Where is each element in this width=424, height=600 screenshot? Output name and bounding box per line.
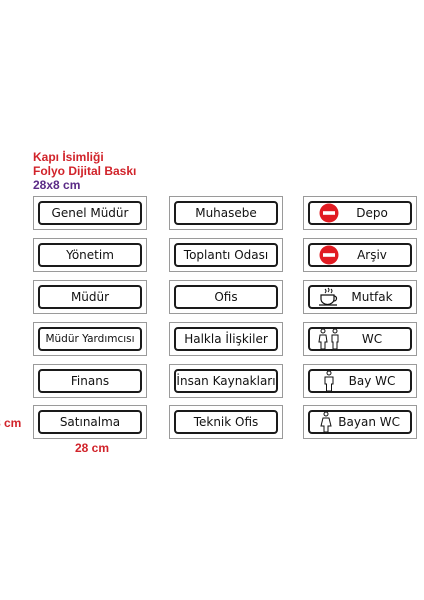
- sign-label: Halkla İlişkiler: [184, 332, 268, 346]
- sign-label: Mutfak: [351, 290, 393, 304]
- no-entry-icon: [314, 245, 344, 265]
- sign-bay-wc: Bay WC: [303, 364, 417, 398]
- sign-label: Teknik Ofis: [193, 415, 259, 429]
- sign-arsiv: Arşiv: [303, 238, 417, 272]
- sign-wc: WC: [303, 322, 417, 356]
- sign-label: Yönetim: [66, 248, 114, 262]
- man-icon: [314, 370, 344, 392]
- sign-label: Toplantı Odası: [183, 248, 269, 262]
- header-title: Kapı İsimliği: [33, 150, 104, 164]
- sign-label: Bayan WC: [338, 415, 400, 429]
- sign-label: Arşiv: [357, 248, 387, 262]
- sign-label: Ofis: [214, 290, 238, 304]
- sign-depo: Depo: [303, 196, 417, 230]
- height-dimension-label: 8 cm: [0, 416, 22, 430]
- sign-toplanti-odasi: Toplantı Odası: [169, 238, 283, 272]
- header-size: 28x8 cm: [33, 178, 81, 192]
- sign-label: Müdür: [70, 290, 110, 304]
- sign-finans: Finans: [33, 364, 147, 398]
- woman-icon: [314, 411, 338, 433]
- sign-label: Satınalma: [59, 415, 121, 429]
- sign-ofis: Ofis: [169, 280, 283, 314]
- sign-label: Müdür Yardımcısı: [45, 333, 135, 345]
- width-dimension-label: 28 cm: [75, 441, 110, 455]
- sign-mudur-yardimcisi: Müdür Yardımcısı: [33, 322, 147, 356]
- no-entry-icon: [314, 203, 344, 223]
- sign-satinalma: Satınalma: [33, 405, 147, 439]
- sign-muhasebe: Muhasebe: [169, 196, 283, 230]
- sign-genel-mudur: Genel Müdür: [33, 196, 147, 230]
- sign-halkla-iliskiler: Halkla İlişkiler: [169, 322, 283, 356]
- sign-label: Finans: [70, 374, 110, 388]
- sign-label: Genel Müdür: [51, 206, 129, 220]
- sign-yonetim: Yönetim: [33, 238, 147, 272]
- sign-teknik-ofis: Teknik Ofis: [169, 405, 283, 439]
- coffee-cup-icon: [314, 287, 344, 307]
- sign-label: Bay WC: [348, 374, 396, 388]
- sign-label: Depo: [356, 206, 388, 220]
- header-subtitle: Folyo Dijital Baskı: [33, 164, 137, 178]
- sign-label: İnsan Kaynakları: [176, 374, 276, 388]
- sign-bayan-wc: Bayan WC: [303, 405, 417, 439]
- sign-label: WC: [361, 332, 383, 346]
- sign-insan-kaynaklari: İnsan Kaynakları: [169, 364, 283, 398]
- sign-label: Muhasebe: [195, 206, 257, 220]
- sign-mudur: Müdür: [33, 280, 147, 314]
- restroom-icon: [314, 328, 344, 350]
- sign-mutfak: Mutfak: [303, 280, 417, 314]
